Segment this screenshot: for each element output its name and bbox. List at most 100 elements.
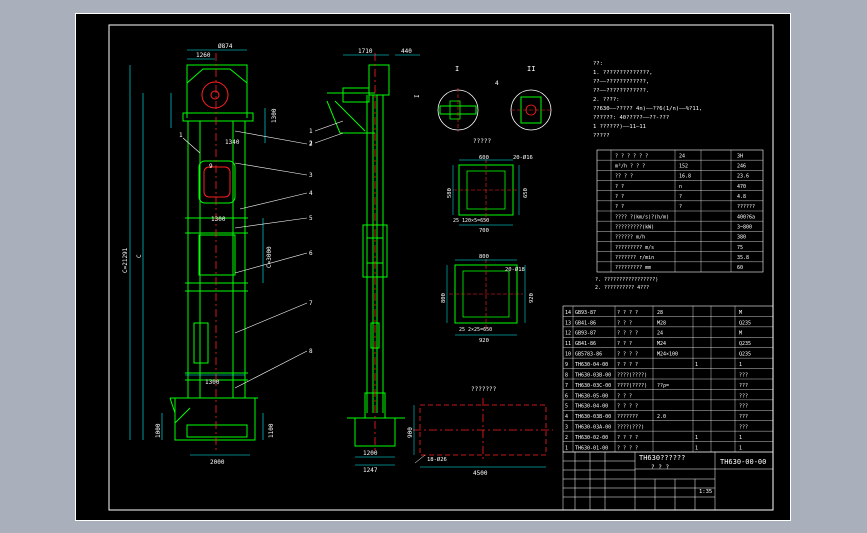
note-line: 1. ??????????????, [593,70,653,76]
bom-cell: 1 [695,435,698,441]
bom-cell: 28 [657,310,663,316]
note-line: ??????: 40?????——??-??? [593,115,669,121]
bom-cell: 12 [565,331,571,337]
spec-row-label: ??????? r/min [615,255,654,261]
drawing-number: TH630-00-00 [720,458,766,466]
bom-cell: ? ? ? [617,320,632,326]
bom-cell: 8 [565,372,568,378]
spec-row-unit: 152 [679,163,688,169]
detail-side-label-right: 4 [495,80,499,87]
spec-row-value: ?????? [737,204,755,210]
dim-side-h3: 1100 [268,423,275,438]
inner-frame [108,24,774,511]
title-sub: ? ? ? [651,464,669,471]
note-line: ??——????????????. [593,88,649,94]
bom-cell: 13 [565,320,571,326]
spec-row-value: 3H [737,153,743,159]
bom-cell: ??? [739,372,748,378]
front-callout-9: 9 [209,163,213,170]
bom-cell: 1 [565,445,568,451]
spec-row-label: ?? ? ? [615,174,633,180]
bom-cell: ????(????) [617,383,647,389]
spec-row-value: 246 [737,163,746,169]
drawing-sheet: Ø874 1260 C=21291 C 2000 1000 1100 C=300… [75,13,791,521]
bom-cell: TH630-03A-00 [575,425,611,431]
bom-cell: 2 [565,435,568,441]
foundation-title: ??????? [471,386,497,393]
bom-cell: ? ? ? ? [617,445,638,451]
spec-row-label: ???? ?(km/s)?(h/m) [615,214,669,220]
side-dim-top2: 440 [401,48,412,55]
bom-cell: GB93-87 [575,331,596,337]
spec-row-label: ????????? m/s [615,245,654,251]
front-dimensions [129,49,266,456]
front-callout-8: 8 [309,348,313,355]
side-dim-bottom2: 1200 [363,450,378,457]
foundation-height: 900 [407,427,414,438]
detail-label-i: I [455,65,459,73]
front-callout-4: 4 [309,190,313,197]
dim-top-width: Ø874 [218,43,233,50]
bom-cell: ????(????) [617,372,647,378]
hole-view-b: 800 920 800 920 20-Ø18 25 2×25=650 [441,254,535,344]
foundation-plan: ??????? 4500 900 18-Ø26 [407,386,553,477]
bom-cell: TH630-03B-00 [575,372,611,378]
spec-footnote: 2. ?????????? 4??? [595,285,649,291]
note-line: ??——????????????, [593,79,649,85]
foundation-width: 4500 [473,470,488,477]
detail-section-i: I I [414,65,479,132]
spec-row-value: 23.6 [737,174,749,180]
spec-row-label: m³/h ? ? ? [615,163,645,169]
bom-cell: ? ? ? ? [617,310,638,316]
hole-b-w2: 920 [479,338,489,344]
bom-cell: 1 [695,445,698,451]
bom-cell: ? ? ? ? [617,331,638,337]
bom-cell: ??? [739,414,748,420]
bom-cell: M [739,331,742,337]
note-line: ????? [593,133,610,139]
side-dimensions [343,54,420,466]
bom-cell: 11 [565,341,571,347]
dim-top-inner: 1260 [196,52,211,59]
hole-a-spacing: 25 120×5=650 [453,218,489,224]
hole-b-h1: 800 [441,293,447,303]
side-callout-2: 2 [309,140,313,147]
bom-cell: 6 [565,393,568,399]
spec-row-unit: ? [679,204,682,210]
bom-cell: ??? [739,393,748,399]
spec-row-value: 35.8 [737,255,749,261]
bom-cell: 3 [565,425,568,431]
front-callout-3: 3 [309,172,313,179]
bom-cell: TH630-03C-00 [575,383,611,389]
front-view [169,64,258,441]
front-callout-2: 2 [309,141,313,148]
title-block [562,451,774,511]
spec-row-label: ? ? [615,184,624,190]
bom-cell: TH630-03B-00 [575,414,611,420]
bom-cell: TH630-01-00 [575,445,608,451]
note-line: ??630——????? 4n)——??6(1/n)——%?11, [593,106,702,112]
bom-cell: ??????? [617,414,638,420]
detail-side-label: I [414,94,421,98]
dim-mid-h: C=3000 [266,246,273,268]
front-dim-text: Ø874 1260 C=21291 C 2000 1000 1100 C=300… [122,43,278,466]
side-leaders [314,120,344,144]
foundation-holes: 18-Ø26 [427,456,447,463]
dim-side-h2: 1300 [271,108,278,123]
detail-label-ii: II [527,65,535,73]
hole-view-a-title: ????? [473,138,491,145]
spec-row-label: ?????? m/h [615,235,645,241]
side-dim-top: 1710 [358,48,373,55]
bom-cell: ? ? ? ? [617,352,638,358]
bom-cell: 1 [695,362,698,368]
bom-cell: M24 [657,341,666,347]
outer-frame [75,13,791,521]
side-callout-1: 1 [309,128,313,135]
hole-b-holes: 20-Ø18 [505,266,525,273]
bom-cell: ??? [739,425,748,431]
spec-row-label: ? ? ? ? ? ? [615,153,648,159]
bom-cell: M28 [657,320,666,326]
spec-row-value: 380 [737,235,746,241]
bom-cell: ? ? ? ? [617,362,638,368]
